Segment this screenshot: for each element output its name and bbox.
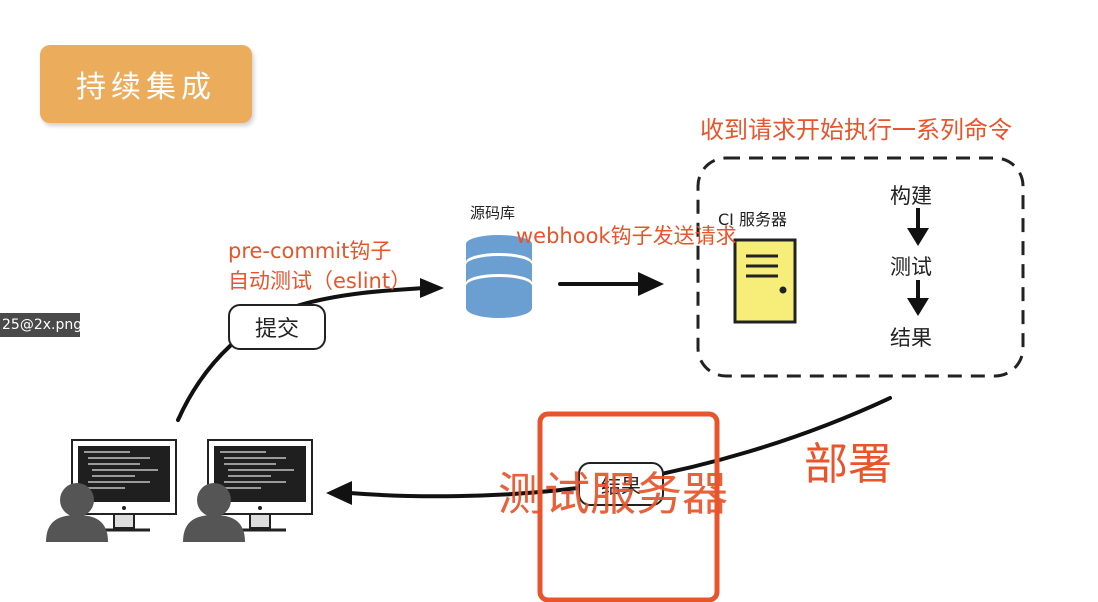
ci-header: 收到请求开始执行一系列命令	[700, 116, 1012, 144]
webhook-arrow-head	[638, 272, 664, 296]
step-test: 测试	[890, 255, 932, 279]
step-result: 结果	[890, 326, 932, 350]
hook-label-line2: 自动测试（eslint）	[228, 269, 412, 293]
webhook-label: webhook钩子发送请求	[516, 224, 737, 248]
deploy-label: 部署	[804, 439, 892, 490]
step-arrow-2	[907, 280, 929, 316]
submit-pill: 提交	[228, 304, 326, 350]
repo-label: 源码库	[470, 204, 516, 222]
result-pill: 结果	[578, 462, 664, 506]
test-server-label: 测试服务器	[498, 467, 728, 521]
submit-label: 提交	[254, 317, 299, 342]
file-tag: 25@2x.png	[0, 313, 80, 337]
user-icon	[183, 483, 245, 542]
deploy-arrow-head	[326, 481, 352, 505]
title-text: 持续集成	[76, 70, 216, 105]
step-build: 构建	[890, 184, 932, 208]
step-arrow-1	[907, 208, 929, 246]
hook-annotation: pre-commit钩子 自动测试（eslint）	[228, 236, 411, 296]
monitor-icon	[71, 439, 177, 532]
test-server-highlight-box	[537, 411, 720, 602]
database-icon	[466, 235, 532, 318]
result-pill-label: 结果	[601, 473, 641, 498]
title-badge: 持续集成	[40, 45, 252, 123]
server-icon	[733, 238, 797, 324]
ci-dashed-box	[696, 156, 1025, 378]
commit-arrow-head	[420, 278, 444, 298]
user-icon	[46, 483, 108, 542]
hook-label-line1: pre-commit钩子	[228, 239, 392, 263]
ci-server-label: CI 服务器	[718, 210, 787, 229]
